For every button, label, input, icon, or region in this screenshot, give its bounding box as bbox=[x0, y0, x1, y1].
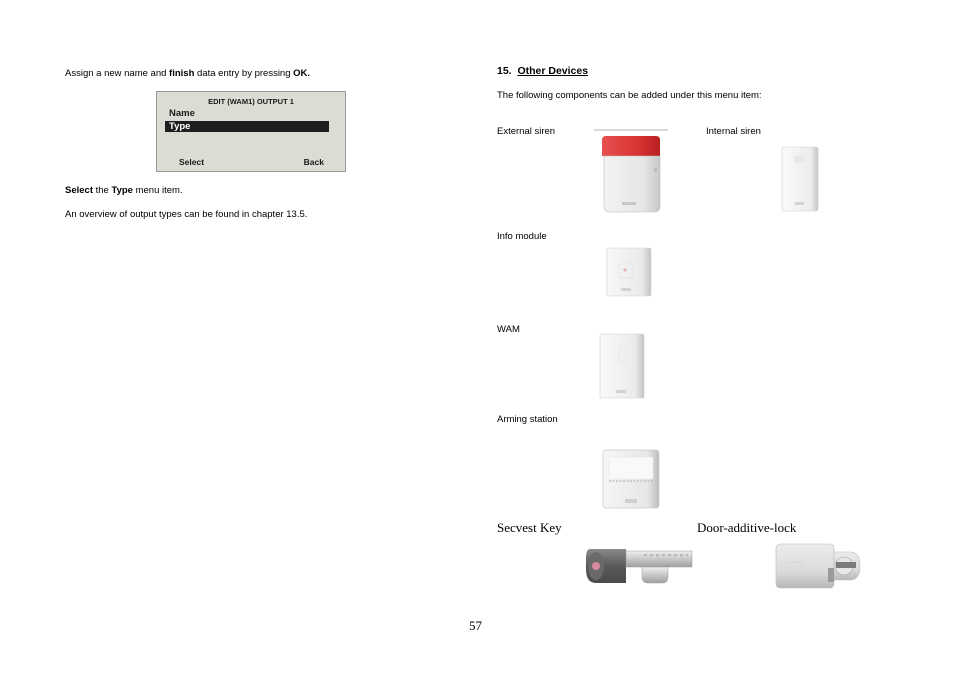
intro-bold-ok: OK. bbox=[293, 68, 311, 79]
label-arming-station: Arming station bbox=[497, 414, 558, 425]
label-door-lock: Door-additive-lock bbox=[697, 520, 797, 535]
label-internal-siren: Internal siren bbox=[706, 126, 761, 137]
intro-part: Assign a new name and bbox=[65, 68, 170, 79]
label-info-module: Info module bbox=[497, 231, 547, 242]
lcd-softkey-select: Select bbox=[179, 157, 205, 167]
section-number: 15. bbox=[497, 65, 512, 77]
section-title: Other Devices bbox=[517, 65, 589, 77]
label-secvest-key: Secvest Key bbox=[497, 520, 562, 535]
intro-text: Assign a new name and finish data entry … bbox=[65, 68, 310, 79]
label-external-siren: External siren bbox=[497, 126, 556, 137]
info-module-image bbox=[605, 246, 653, 303]
select-instruction: Select the Type menu item. bbox=[65, 185, 183, 196]
wam-image bbox=[594, 330, 648, 407]
lcd-title: EDIT (WAM1) OUTPUT 1 bbox=[208, 97, 294, 106]
type-bold: Type bbox=[111, 185, 133, 196]
select-part: menu item. bbox=[132, 185, 183, 196]
internal-siren-image bbox=[780, 146, 820, 217]
lcd-softkey-back: Back bbox=[303, 157, 324, 167]
section-intro: The following components can be added un… bbox=[497, 90, 762, 101]
arming-station-image bbox=[601, 447, 663, 514]
lcd-display: EDIT (WAM1) OUTPUT 1 Name Type Select Ba… bbox=[156, 91, 346, 172]
lcd-menu-name: Name bbox=[169, 108, 195, 119]
page-number: 57 bbox=[469, 618, 482, 633]
label-wam: WAM bbox=[497, 324, 520, 335]
lcd-menu-type-selected: Type bbox=[165, 121, 329, 132]
select-part: the bbox=[93, 185, 112, 196]
section-heading: 15. Other Devices bbox=[497, 65, 588, 77]
overview-text: An overview of output types can be found… bbox=[65, 209, 308, 220]
intro-part: data entry by pressing bbox=[194, 68, 294, 79]
external-siren-image bbox=[594, 128, 670, 221]
door-lock-image bbox=[774, 540, 864, 597]
select-bold: Select bbox=[65, 185, 93, 196]
secvest-key-image bbox=[584, 535, 696, 596]
intro-bold-finish: finish bbox=[169, 68, 195, 79]
